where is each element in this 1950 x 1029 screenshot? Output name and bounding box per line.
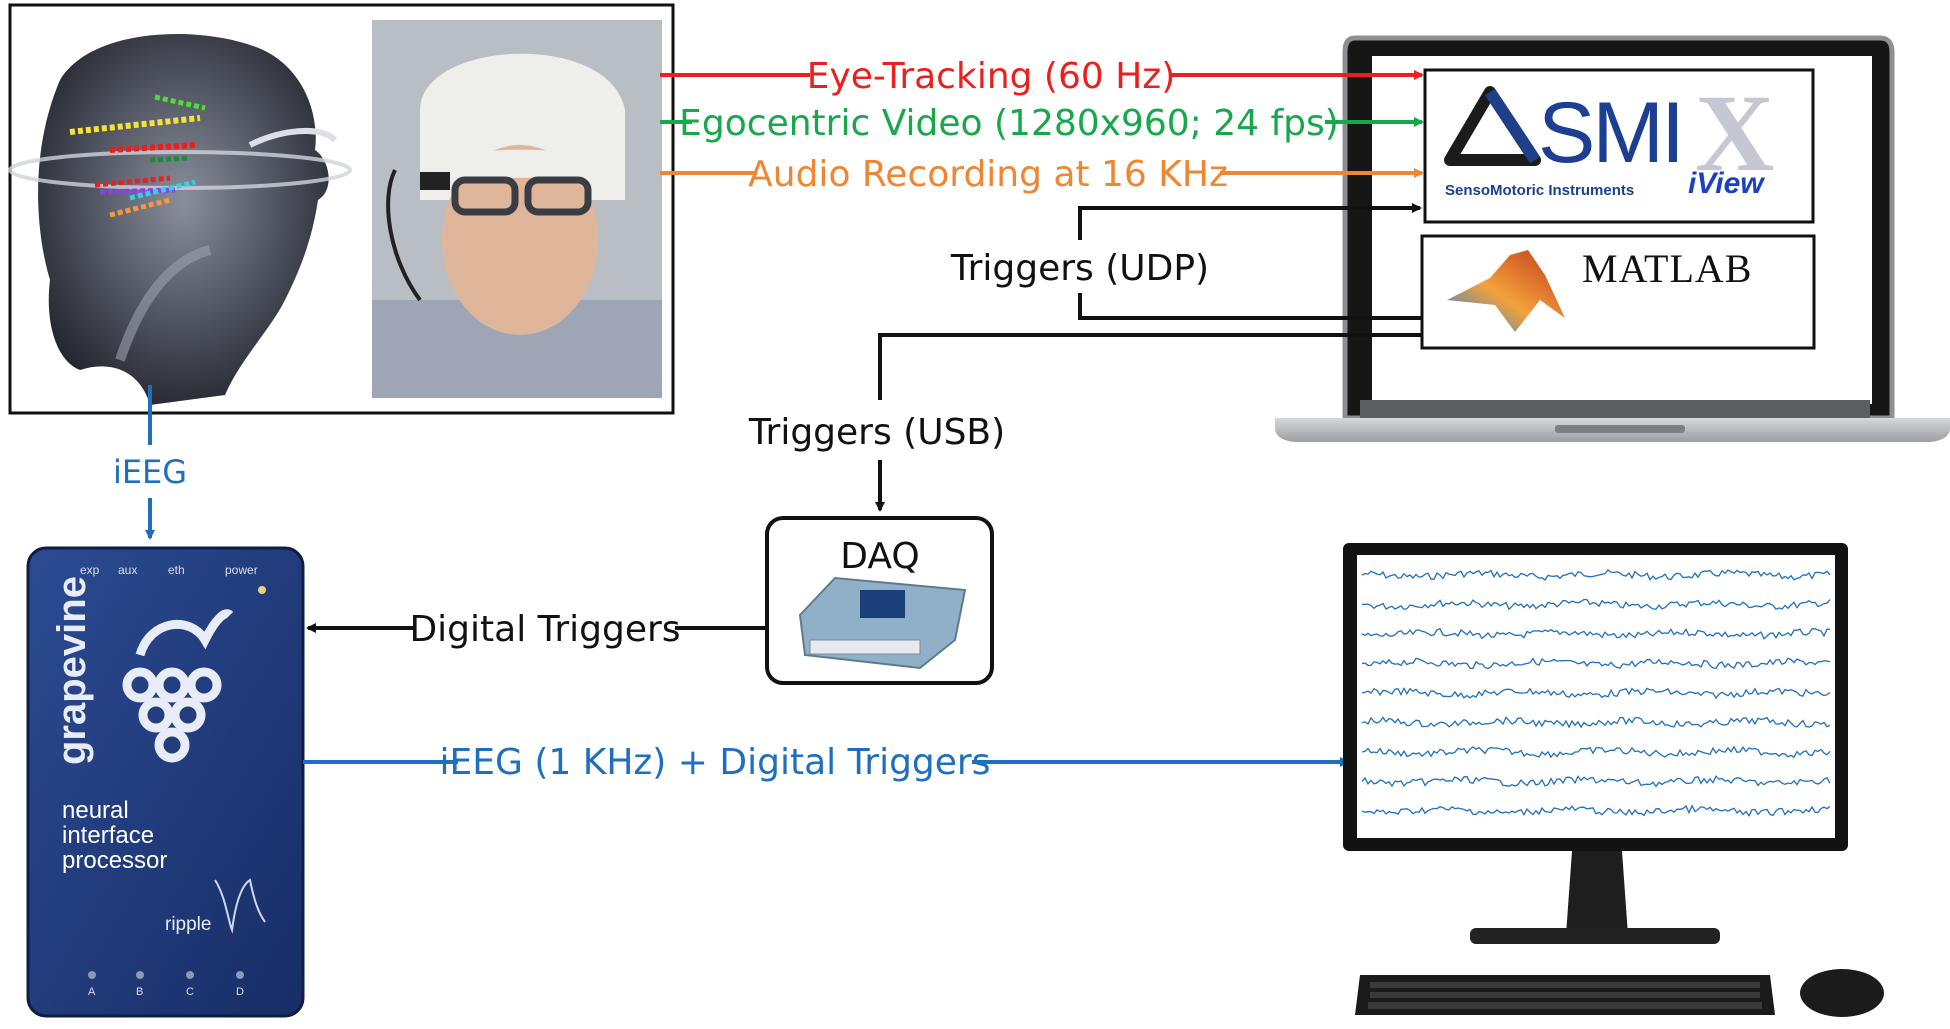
eeg-trace-line xyxy=(1361,627,1831,640)
laptop-keyboard-edge xyxy=(1360,400,1870,418)
daq-terminal-strip xyxy=(809,639,921,655)
eeg-trace-line xyxy=(1361,687,1831,700)
grapevine-body xyxy=(26,546,305,1018)
eeg-trace-line xyxy=(1361,598,1831,611)
daq-logo-plate xyxy=(860,590,905,618)
keyboard-keys xyxy=(1368,982,1762,1009)
brain-and-subject-panel xyxy=(8,3,675,415)
port-label-eth: eth xyxy=(168,563,185,577)
triggers-udp-label: Triggers (UDP) xyxy=(950,248,1209,289)
triggers-usb-label: Triggers (USB) xyxy=(748,412,1005,453)
smi-iview-box: SMI SensoMotoric Instruments X iView xyxy=(1423,68,1815,224)
channel-label-b: B xyxy=(136,986,143,998)
eye-tracker-camera xyxy=(420,172,450,190)
mri-nose-ridge xyxy=(248,127,338,148)
mri-spine xyxy=(115,245,212,362)
daq-label: DAQ xyxy=(840,536,919,577)
smi-company: SensoMotoric Instruments xyxy=(1445,182,1634,199)
subject-photo xyxy=(372,20,662,398)
power-led xyxy=(258,586,266,594)
ripple-brand: ripple xyxy=(165,914,211,935)
channel-label-c: C xyxy=(186,986,194,998)
monitor-stand-base xyxy=(1470,928,1720,944)
eye-tracker-left-lens xyxy=(451,176,519,216)
smi-logo-icon xyxy=(1444,86,1541,166)
iview-label: iView xyxy=(1688,167,1765,200)
bandage-band xyxy=(433,149,611,189)
digital-trigger-link: Digital Triggers xyxy=(306,609,767,650)
grapevine-processor: exp aux eth power grapevine neural inter… xyxy=(26,546,305,1018)
ripple-wave-icon xyxy=(214,878,266,934)
port-label-power: power xyxy=(225,563,258,577)
ieeg-label: iEEG xyxy=(113,453,187,491)
eye-tracker-right-lens xyxy=(524,176,592,216)
port-label-exp: exp xyxy=(80,563,100,577)
grapevine-brand: grapevine xyxy=(50,576,94,765)
matlab-membrane-icon xyxy=(1447,250,1565,332)
eeg-trace-line xyxy=(1361,657,1831,670)
monitor-screen xyxy=(1357,555,1835,838)
audio-label: Audio Recording at 16 KHz xyxy=(748,154,1228,195)
channel-label-d: D xyxy=(236,986,244,998)
eeg-trace-line xyxy=(1361,804,1831,817)
udp-line-lower xyxy=(1078,293,1422,320)
smi-name: SMI xyxy=(1538,85,1682,181)
udp-trigger-link: Triggers (UDP) xyxy=(950,203,1422,320)
ieeg-digital-label: iEEG (1 KHz) + Digital Triggers xyxy=(439,742,990,783)
daq-device: DAQ xyxy=(765,516,994,685)
ego-video-stream: Egocentric Video (1280x960; 24 fps) xyxy=(660,103,1424,144)
ieeg-link: iEEG xyxy=(113,385,187,540)
computer-mouse xyxy=(1800,969,1884,1017)
ieeg-digital-link: iEEG (1 KHz) + Digital Triggers xyxy=(303,742,1350,783)
eeg-trace-line xyxy=(1361,716,1831,729)
eye-tracking-label: Eye-Tracking (60 Hz) xyxy=(807,56,1176,97)
eye-tracking-stream: Eye-Tracking (60 Hz) xyxy=(660,56,1424,97)
monitor-stand-neck xyxy=(1566,851,1628,935)
eeg-trace-line xyxy=(1361,569,1831,581)
grape-logo-icon xyxy=(122,609,234,763)
port-label-aux: aux xyxy=(118,563,137,577)
iview-x-mark: X xyxy=(1695,72,1774,194)
eeg-traces xyxy=(1361,569,1831,817)
eye-tracker-cable xyxy=(386,169,422,302)
channel-indicators xyxy=(88,971,244,979)
eeg-trace-line xyxy=(1361,745,1831,759)
usb-line xyxy=(878,333,1422,400)
audio-stream: Audio Recording at 16 KHz xyxy=(660,154,1424,195)
device-line-neural: neural xyxy=(62,797,129,824)
device-line-interface: interface xyxy=(62,822,154,849)
matlab-name: MATLAB xyxy=(1582,246,1752,291)
channel-label-a: A xyxy=(88,986,96,998)
eeg-trace-line xyxy=(1361,775,1831,788)
desktop-computer xyxy=(1343,543,1884,1017)
device-line-processor: processor xyxy=(62,847,167,874)
digital-triggers-label: Digital Triggers xyxy=(409,609,680,650)
laptop-trackpad-notch xyxy=(1555,425,1685,433)
subject-face xyxy=(442,145,598,335)
ego-video-label: Egocentric Video (1280x960; 24 fps) xyxy=(679,103,1339,144)
electrode-contacts xyxy=(69,94,206,218)
matlab-box: MATLAB xyxy=(1420,234,1816,350)
usb-trigger-link: Triggers (USB) xyxy=(748,333,1422,512)
udp-arrow-to-smi xyxy=(1078,203,1422,240)
